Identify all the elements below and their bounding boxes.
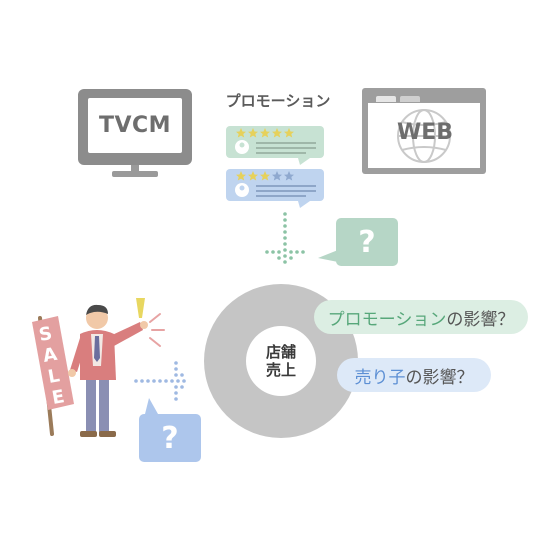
globe-icon [397,109,451,163]
sale-letter: S [37,323,53,346]
salesperson-impact-suffix: の影響？ [405,367,474,388]
salesperson-illustration: S A L E [32,298,165,437]
question-bubble-tail [318,250,338,262]
question-bubble-salesperson: ? [139,414,201,462]
browser-tab [376,96,396,102]
store-label: 店舗 [265,343,296,361]
store-sales-center: 店舗 売上 [246,326,316,396]
promotion-title: プロモーション [225,92,331,110]
salesperson-impact-bubble: 売り子の影響？ [337,358,491,392]
sale-letter: E [50,386,66,409]
promotion-impact-suffix: の影響？ [446,309,515,330]
browser-tab-secondary [400,96,420,102]
promotion-impact-highlight: プロモーション [327,309,447,330]
dotted-down-arrow [265,212,305,264]
promotion-impact-bubble: プロモーションの影響？ [314,300,528,334]
sale-sign [32,316,74,410]
tv-stand-base [112,171,158,177]
salesperson-impact-highlight: 売り子 [354,367,406,388]
sale-letter: A [41,344,58,367]
web-label: WEB [396,120,454,145]
question-bubble-tail [145,398,158,414]
question-bubble-promotion: ? [336,218,398,266]
tv-label: TVCM [98,113,172,138]
star-rating-icon [236,171,294,181]
sale-letter: L [46,365,61,388]
tv-stand-neck [131,165,139,172]
dotted-right-arrow [134,361,186,401]
review-card-green-content [235,128,316,165]
star-rating-icon [236,128,294,138]
sales-label: 売上 [265,361,296,379]
review-card-blue-content [235,171,316,208]
tv-screen: TVCM [88,98,182,153]
